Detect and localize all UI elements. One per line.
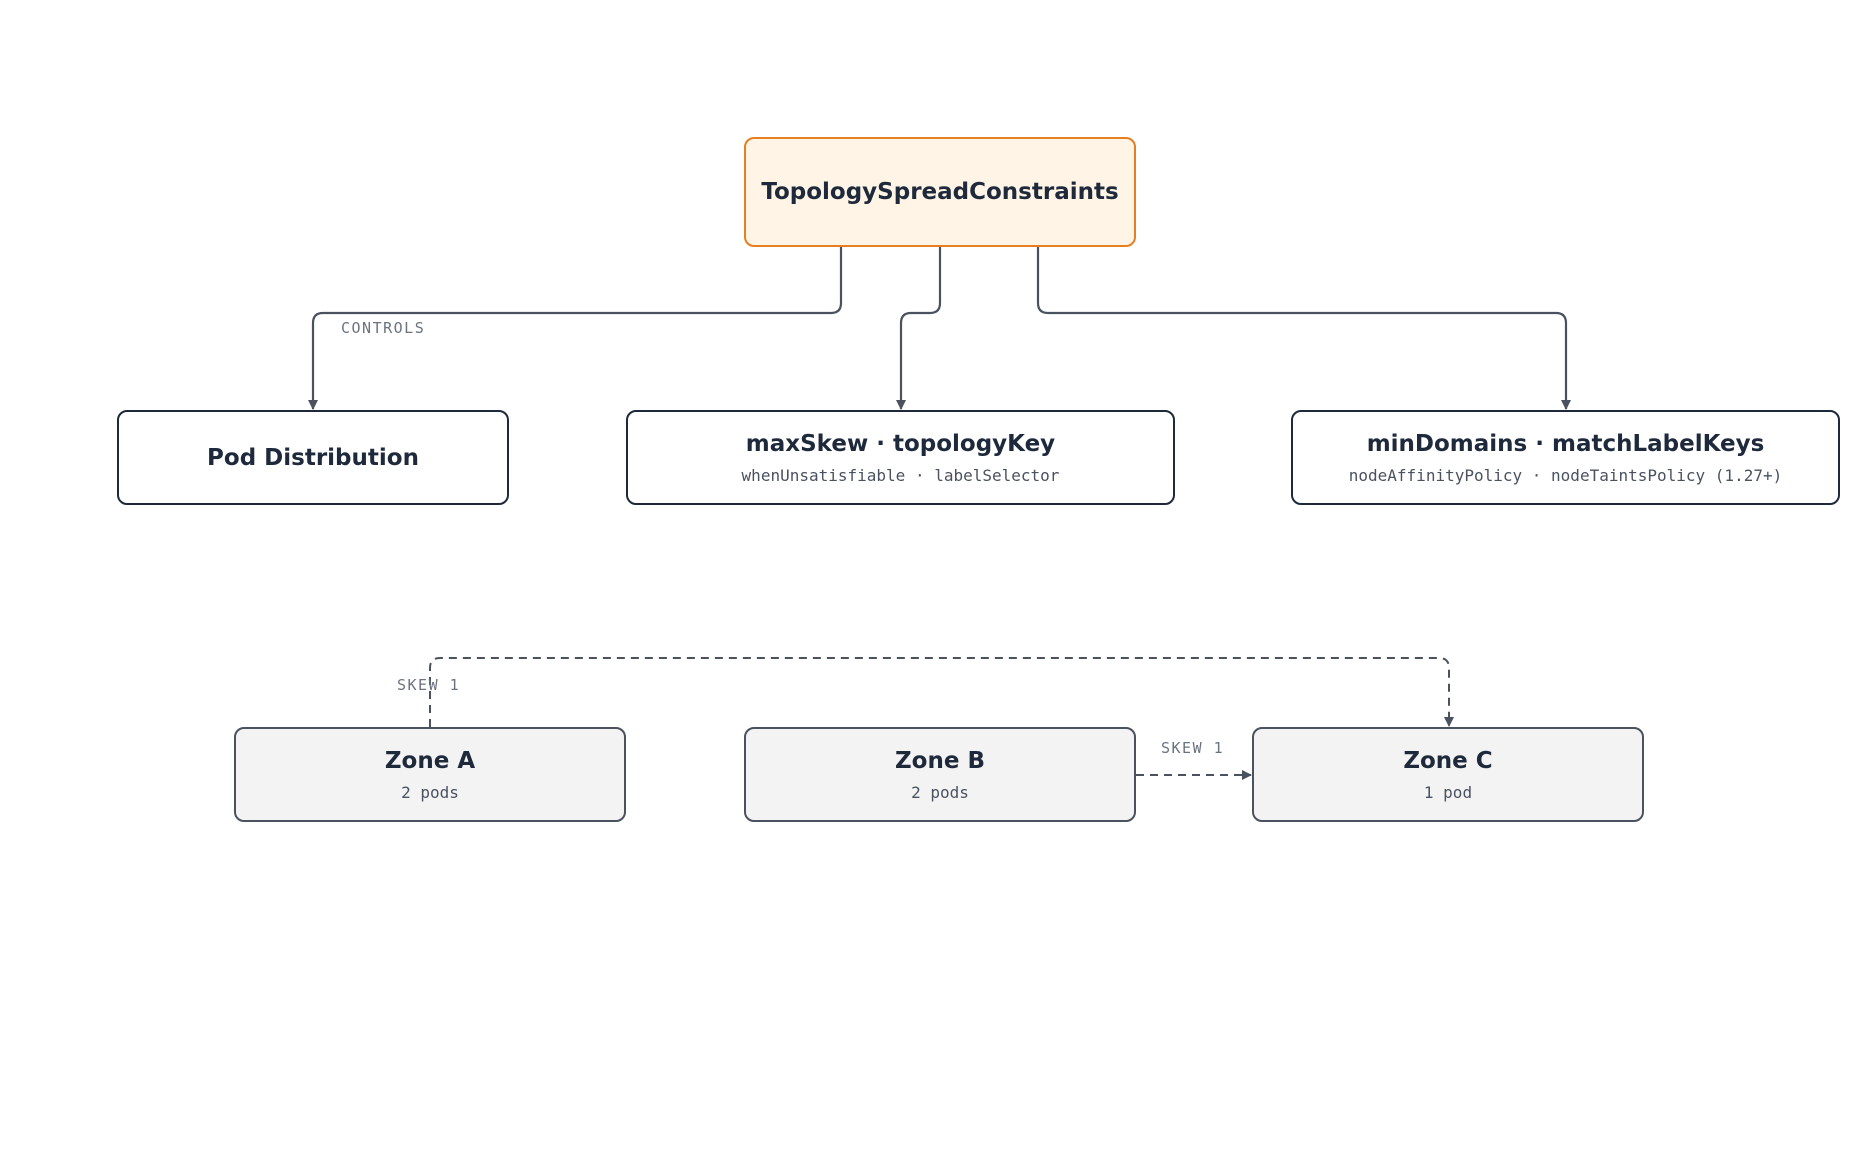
node-title: Zone C <box>1403 747 1493 774</box>
node-subtitle: 1 pod <box>1423 782 1473 802</box>
node-mindomains-matchlabelkeys: minDomains · matchLabelKeys nodeAffinity… <box>1291 410 1840 505</box>
node-zone-c: Zone C 1 pod <box>1252 727 1644 822</box>
edge-skew-zone-a-to-zone-c <box>429 657 1454 727</box>
node-title: Pod Distribution <box>207 444 419 471</box>
node-subtitle: 2 pods <box>911 782 969 802</box>
node-subtitle: nodeAffinityPolicy · nodeTaintsPolicy (1… <box>1348 465 1783 485</box>
node-topology-spread-constraints: TopologySpreadConstraints <box>744 137 1136 247</box>
node-title: maxSkew · topologyKey <box>745 430 1056 457</box>
node-title: Zone A <box>384 747 476 774</box>
node-zone-b: Zone B 2 pods <box>744 727 1136 822</box>
node-subtitle: 2 pods <box>401 782 459 802</box>
node-title: TopologySpreadConstraints <box>761 179 1119 205</box>
edge-root-to-mindomains <box>1036 247 1571 410</box>
edge-label-controls: CONTROLS <box>341 319 426 337</box>
edge-label-skew-zone-a: SKEW 1 <box>397 676 461 694</box>
node-title: minDomains · matchLabelKeys <box>1366 430 1765 457</box>
edge-label-skew-zone-b: SKEW 1 <box>1161 739 1225 757</box>
node-pod-distribution: Pod Distribution <box>117 410 509 505</box>
node-zone-a: Zone A 2 pods <box>234 727 626 822</box>
node-title: Zone B <box>895 747 985 774</box>
edge-root-to-maxskew <box>896 247 942 410</box>
node-subtitle: whenUnsatisfiable · labelSelector <box>741 465 1060 485</box>
edge-controls <box>308 247 843 410</box>
node-maxskew-topologykey: maxSkew · topologyKey whenUnsatisfiable … <box>626 410 1175 505</box>
